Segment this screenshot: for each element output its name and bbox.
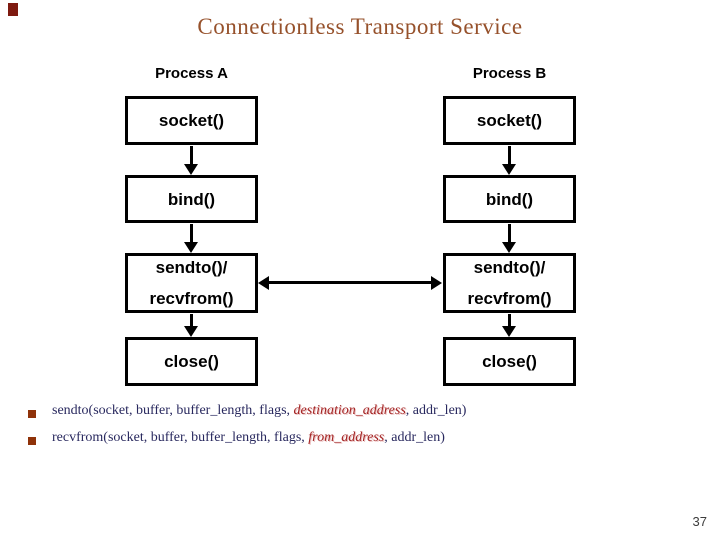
box-close-b-label: close() [482,352,537,371]
bullet-text-suffix: , addr_len) [384,430,445,445]
box-bind-b-label: bind() [485,189,534,209]
process-b-label: Process B [472,65,547,82]
process-a-label: Process A [155,65,228,82]
arrow-down-icon [507,224,511,242]
arrow-down-icon [189,314,193,326]
bullet-square-icon [28,410,36,418]
bullet-recvfrom-signature: recvfrom(socket, buffer, buffer_length, … [52,430,445,446]
slide-title: Connectionless Transport Service [197,14,523,39]
box-bind-a: bind() [125,175,258,223]
bullet-text-suffix: , addr_len) [405,403,467,418]
bullet-highlight-from-address: from_address [308,430,385,445]
bidirectional-arrow-icon [269,281,431,284]
page-number: 37 [692,514,707,529]
bullet-text-prefix: recvfrom(socket, buffer, buffer_length, … [52,430,309,445]
box-close-a: close() [125,337,258,386]
bullet-square-icon [28,437,36,445]
bullet-highlight-destination-address: destination_address [293,403,406,418]
bullet-text-prefix: sendto(socket, buffer, buffer_length, fl… [52,403,294,418]
arrow-down-icon [507,146,511,164]
bullet-sendto-signature: sendto(socket, buffer, buffer_length, fl… [52,403,466,419]
arrow-down-icon [189,146,193,164]
box-bind-a-label: bind() [167,189,216,209]
box-sendto-b-label: sendto()/ [473,258,546,277]
corner-mark [8,3,18,16]
box-socket-a-label: socket() [158,111,225,130]
box-sendto-recvfrom-b: sendto()/ recvfrom() [443,253,576,313]
box-recvfrom-b-label: recvfrom() [467,289,552,308]
arrow-down-icon [507,314,511,326]
box-socket-b: socket() [443,96,576,145]
box-sendto-recvfrom-a: sendto()/ recvfrom() [125,253,258,313]
box-socket-b-label: socket() [476,111,543,130]
box-recvfrom-a-label: recvfrom() [149,289,234,308]
box-sendto-a-label: sendto()/ [155,258,228,277]
arrow-down-icon [189,224,193,242]
box-bind-b: bind() [443,175,576,223]
box-close-a-label: close() [164,352,219,371]
box-socket-a: socket() [125,96,258,145]
box-close-b: close() [443,337,576,386]
